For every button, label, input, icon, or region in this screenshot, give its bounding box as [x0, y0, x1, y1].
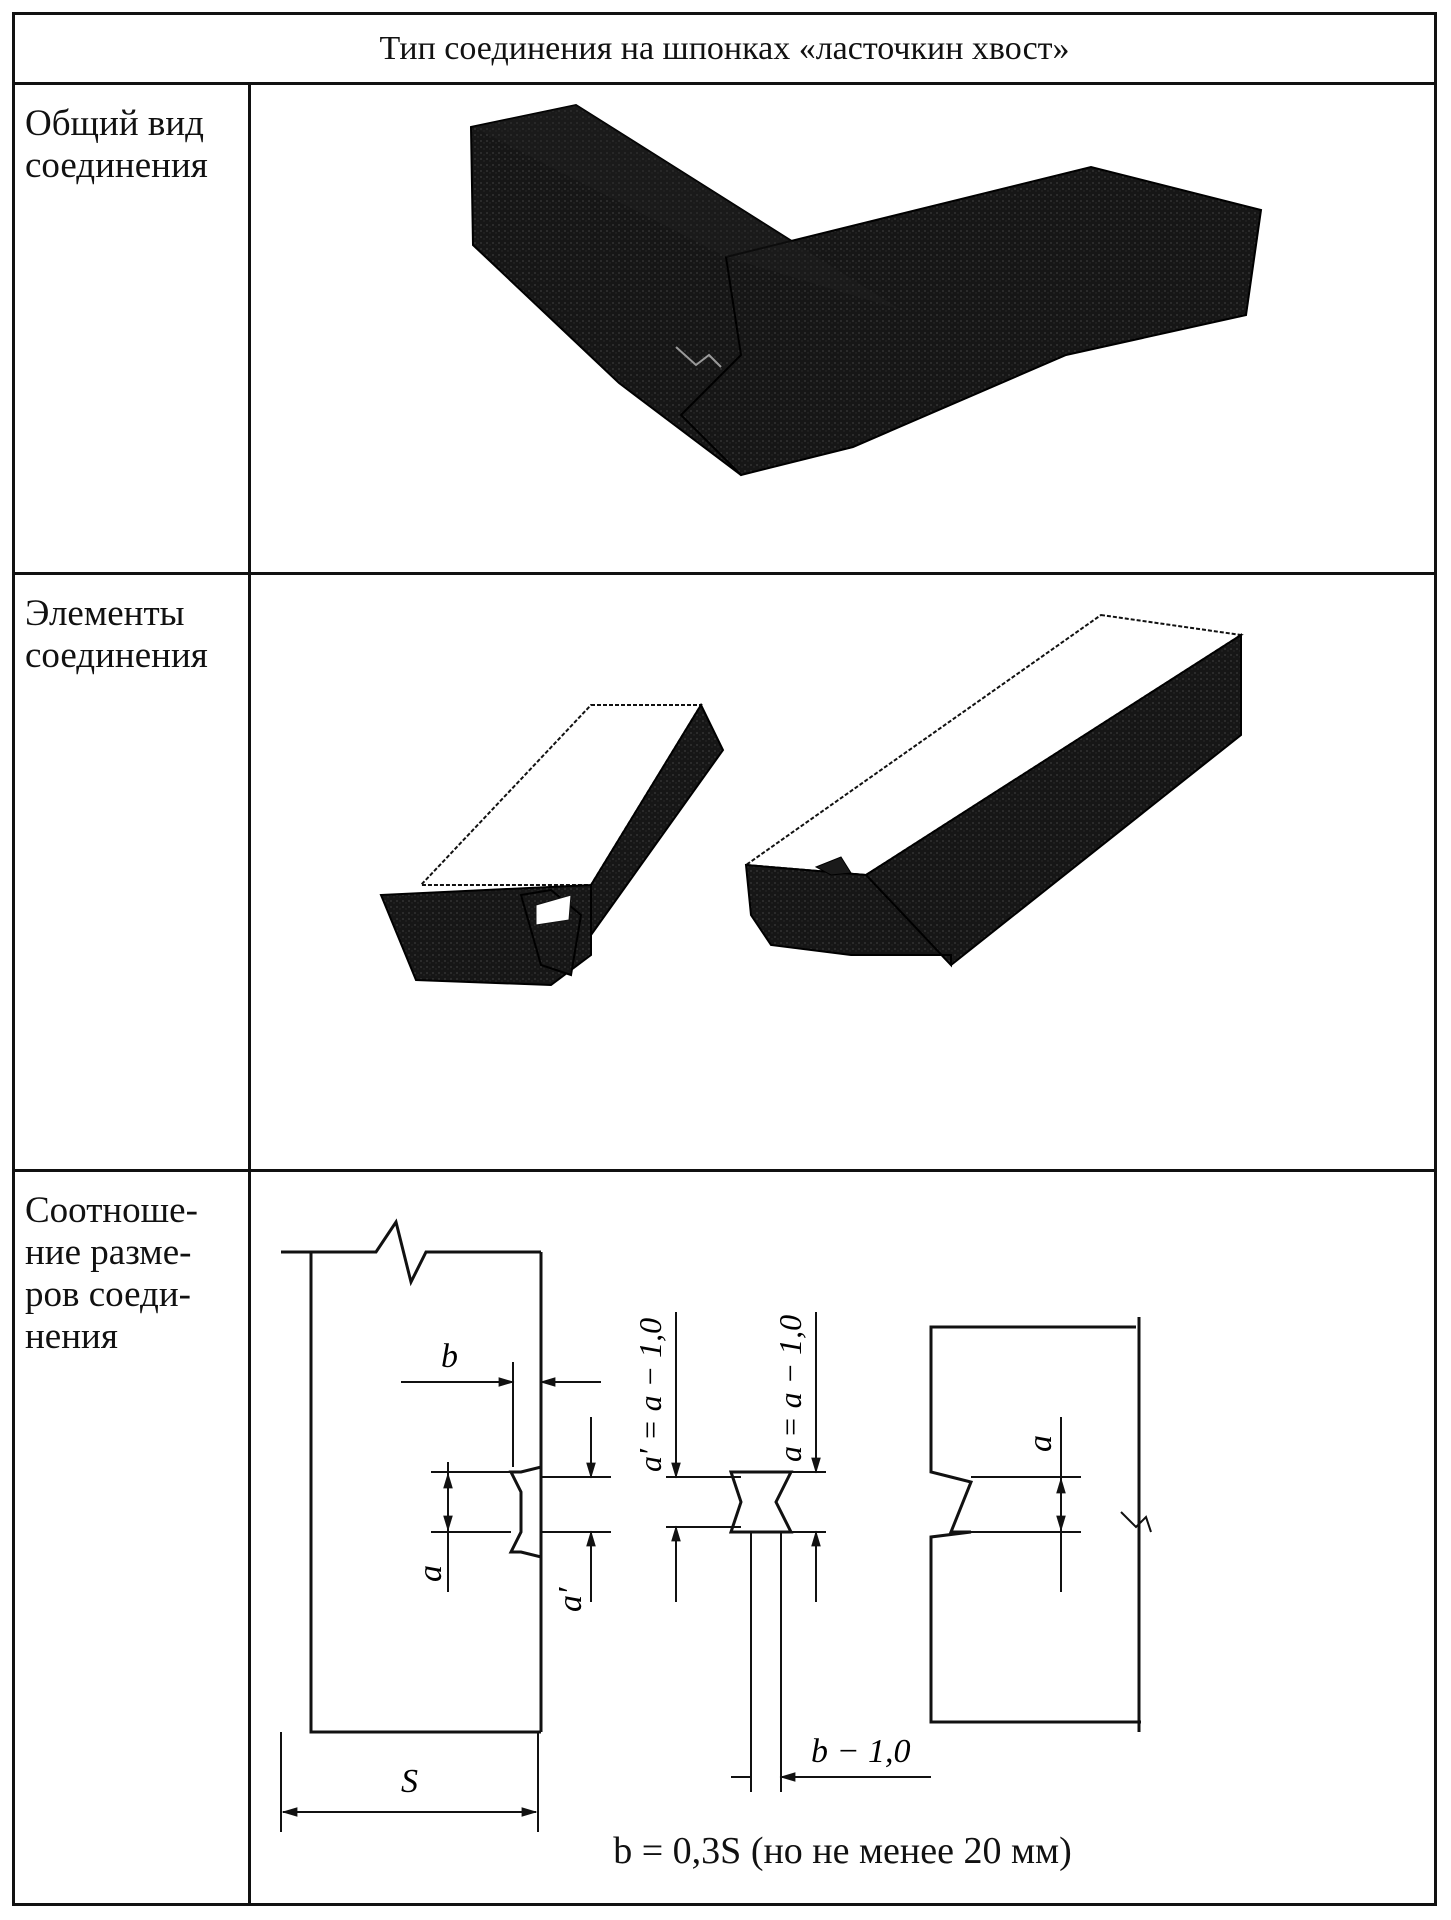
dim-a-prime-eq-label: a′ = a − 1,0	[632, 1318, 668, 1472]
row-label-line: ров соеди-	[25, 1274, 191, 1315]
dovetail-key	[728, 1470, 794, 1534]
row-content	[251, 85, 1434, 572]
row-dimensions: Соотноше- ние разме- ров соеди- нения	[15, 1172, 1434, 1903]
joint-seam-mark	[675, 346, 722, 368]
row-label-line: соединения	[25, 635, 208, 676]
dim-key-right	[791, 1312, 826, 1602]
right-beam-shape	[679, 165, 1263, 477]
row-elements: Элементы соединения	[15, 575, 1434, 1172]
dim-b-minus-label: b − 1,0	[811, 1733, 910, 1770]
table-title: Тип соединения на шпонках «ласточкин хво…	[379, 29, 1070, 67]
dim-a-right	[971, 1417, 1081, 1592]
joint-elements-illustration	[379, 613, 1244, 987]
dim-b	[401, 1362, 601, 1467]
formula-text: b = 0,3S (но не менее 20 мм)	[613, 1830, 1072, 1872]
dim-a	[431, 1462, 511, 1592]
row-label-line: Общий вид	[25, 103, 204, 144]
row-label-line: Элементы	[25, 593, 185, 634]
row-label-line: Соотноше-	[25, 1190, 198, 1231]
row-label-line: ние разме-	[25, 1232, 192, 1273]
assembled-joint-illustration	[469, 103, 1263, 477]
row-label-line: нения	[25, 1316, 118, 1357]
row-label: Элементы соединения	[15, 575, 251, 1169]
dim-a-prime	[541, 1417, 611, 1602]
dim-a-right-label: a	[1022, 1435, 1059, 1452]
dim-key-width	[731, 1532, 931, 1792]
row-content	[251, 575, 1434, 1169]
dim-key-left	[666, 1312, 741, 1602]
row-label-line: соединения	[25, 145, 208, 186]
break-mark	[1120, 1511, 1152, 1533]
dim-a-eq-label: a = a − 1,0	[772, 1315, 808, 1462]
dimension-drawing: b a a′	[280, 1218, 1152, 1832]
dim-s-label: S	[401, 1763, 418, 1800]
dim-a-prime-label: a′	[552, 1587, 589, 1612]
row-general-view: Общий вид соединения	[15, 85, 1434, 575]
dim-a-label: a	[412, 1565, 449, 1582]
beam-section-right	[929, 1317, 1141, 1732]
dim-s	[280, 1732, 539, 1832]
row-content: b a a′	[251, 1172, 1434, 1903]
row-label: Общий вид соединения	[15, 85, 251, 572]
beam-section-left	[281, 1218, 543, 1734]
row-label: Соотноше- ние разме- ров соеди- нения	[15, 1172, 251, 1903]
joint-spec-table: Тип соединения на шпонках «ласточкин хво…	[12, 12, 1437, 1906]
dim-b-label: b	[441, 1338, 458, 1375]
table-header: Тип соединения на шпонках «ласточкин хво…	[15, 15, 1434, 85]
beam-with-groove	[743, 613, 1244, 968]
beam-with-key	[379, 702, 725, 987]
